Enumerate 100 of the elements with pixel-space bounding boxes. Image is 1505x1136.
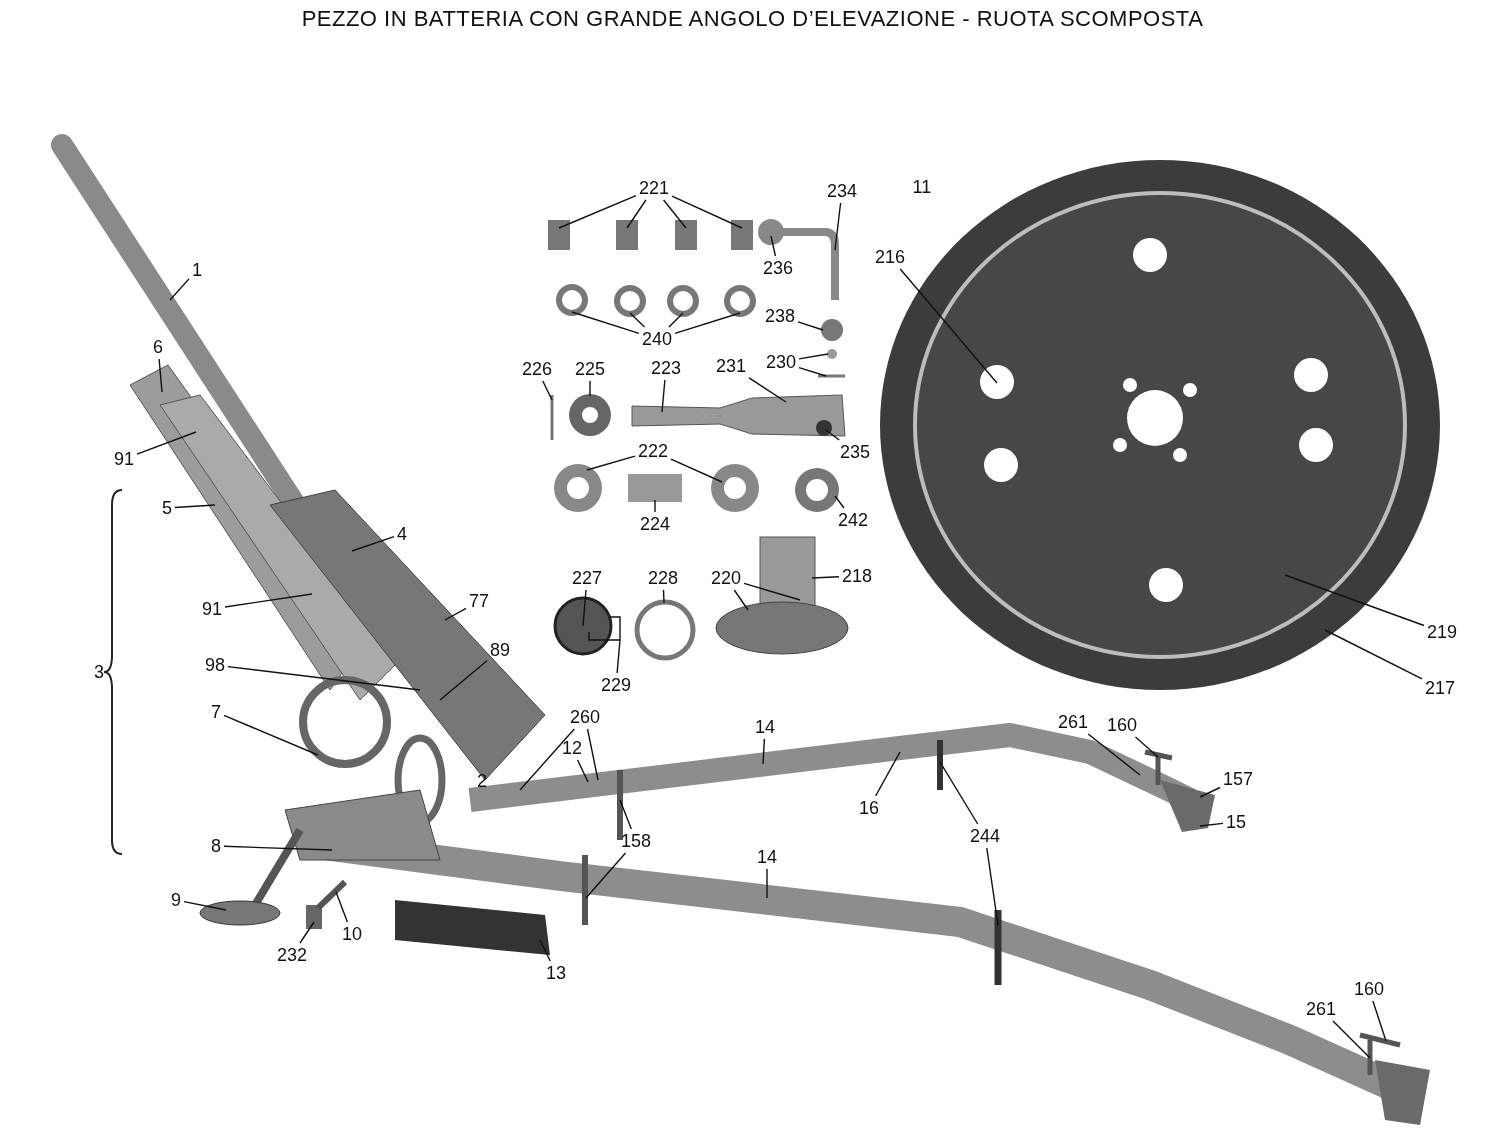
callout-number: 260 xyxy=(570,708,601,726)
callout-number: 16 xyxy=(859,799,880,817)
callout-number: 261 xyxy=(1058,713,1089,731)
leader-line xyxy=(1324,629,1423,680)
callout-number: 242 xyxy=(838,511,869,529)
callout-number: 11 xyxy=(912,178,932,196)
leader-line xyxy=(1134,736,1159,758)
callout-number: 240 xyxy=(642,330,673,348)
leader-line xyxy=(770,235,777,257)
leader-line xyxy=(439,660,488,701)
callout-number: 228 xyxy=(648,569,679,587)
callout-number: 6 xyxy=(153,338,163,356)
leader-line xyxy=(743,582,801,601)
leader-line xyxy=(674,312,741,335)
callout-number: 5 xyxy=(162,499,172,517)
callout-number: 15 xyxy=(1226,813,1247,831)
leader-line xyxy=(733,589,749,611)
callout-number: 224 xyxy=(640,515,671,533)
leader-line xyxy=(899,268,998,384)
callout-number: 1 xyxy=(192,261,202,279)
callout-number: 2 xyxy=(477,772,487,790)
callout-number: 219 xyxy=(1427,623,1458,641)
callout-number: 160 xyxy=(1354,980,1385,998)
leader-line xyxy=(223,845,333,851)
callout-number: 14 xyxy=(755,718,776,736)
callout-number: 225 xyxy=(575,360,606,378)
callout-number: 238 xyxy=(765,307,796,325)
callout-number: 223 xyxy=(651,359,682,377)
callout-number: 220 xyxy=(711,569,742,587)
leader-line xyxy=(797,321,824,331)
leader-line xyxy=(798,366,827,377)
callout-number: 157 xyxy=(1223,770,1254,788)
leader-line xyxy=(766,868,768,899)
leader-line xyxy=(1284,574,1425,627)
callout-number: 3 xyxy=(94,663,104,681)
callout-number: 160 xyxy=(1107,716,1138,734)
leader-line xyxy=(811,576,840,579)
leader-line xyxy=(662,589,665,604)
leader-line xyxy=(986,847,999,926)
callout-number: 236 xyxy=(763,259,794,277)
leader-line xyxy=(335,891,349,923)
callout-number: 158 xyxy=(621,832,652,850)
callout-number: 12 xyxy=(562,739,583,757)
callout-number: 216 xyxy=(875,248,906,266)
callout-number: 227 xyxy=(572,569,603,587)
leader-line xyxy=(825,429,840,441)
leader-line xyxy=(748,377,787,403)
callout-number: 98 xyxy=(205,656,226,674)
callout-number: 229 xyxy=(601,676,632,694)
leader-line xyxy=(169,278,190,301)
callout-number: 234 xyxy=(827,182,858,200)
leader-line xyxy=(662,199,687,229)
leader-line xyxy=(668,312,684,328)
leader-line xyxy=(654,499,656,513)
leader-line xyxy=(619,799,632,830)
leader-line xyxy=(224,593,313,608)
leader-line xyxy=(585,852,627,899)
callout-number: 221 xyxy=(639,179,670,197)
leader-line xyxy=(444,607,467,621)
callout-number: 218 xyxy=(842,567,873,585)
leader-line xyxy=(874,751,901,797)
leader-line xyxy=(571,311,640,334)
leader-line xyxy=(539,939,551,962)
leader-line xyxy=(1199,786,1221,798)
callout-number: 217 xyxy=(1425,679,1456,697)
leader-line xyxy=(542,380,553,401)
callout-number: 89 xyxy=(490,641,511,659)
callout-number: 232 xyxy=(277,946,308,964)
leader-line xyxy=(670,458,723,483)
leader-line xyxy=(629,312,646,328)
callout-number: 244 xyxy=(970,827,1001,845)
leader-line xyxy=(586,455,636,471)
callout-number: 13 xyxy=(546,964,567,982)
leader-line xyxy=(626,199,647,229)
leader-line xyxy=(1087,733,1141,776)
leader-line xyxy=(671,195,743,229)
leader-line xyxy=(586,728,599,781)
leader-line xyxy=(158,358,163,393)
callout-number: 7 xyxy=(211,703,221,721)
title: PEZZO IN BATTERIA CON GRANDE ANGOLO D’ELEVAZIONE - RUOTA SCOMPOSTA xyxy=(301,6,1204,31)
callout-number: 8 xyxy=(211,837,221,855)
callout-number: 91 xyxy=(114,450,135,468)
leader-line xyxy=(136,431,197,455)
leader-line xyxy=(661,379,666,413)
callout-number: 4 xyxy=(397,525,407,543)
callout-number: 261 xyxy=(1306,1000,1337,1018)
callout-number: 77 xyxy=(469,592,490,610)
callout-number: 10 xyxy=(342,925,363,943)
callout-number: 91 xyxy=(202,600,223,618)
callout-number: 230 xyxy=(766,353,797,371)
leader-line xyxy=(558,194,637,229)
leader-line xyxy=(582,589,587,627)
leader-line xyxy=(798,353,829,360)
leader-line xyxy=(576,759,589,783)
leader-line xyxy=(299,921,315,944)
leader-line xyxy=(519,728,575,791)
callout-number: 231 xyxy=(716,357,747,375)
leader-line xyxy=(589,380,591,397)
leader-line xyxy=(762,738,766,765)
callout-number: 14 xyxy=(757,848,778,866)
